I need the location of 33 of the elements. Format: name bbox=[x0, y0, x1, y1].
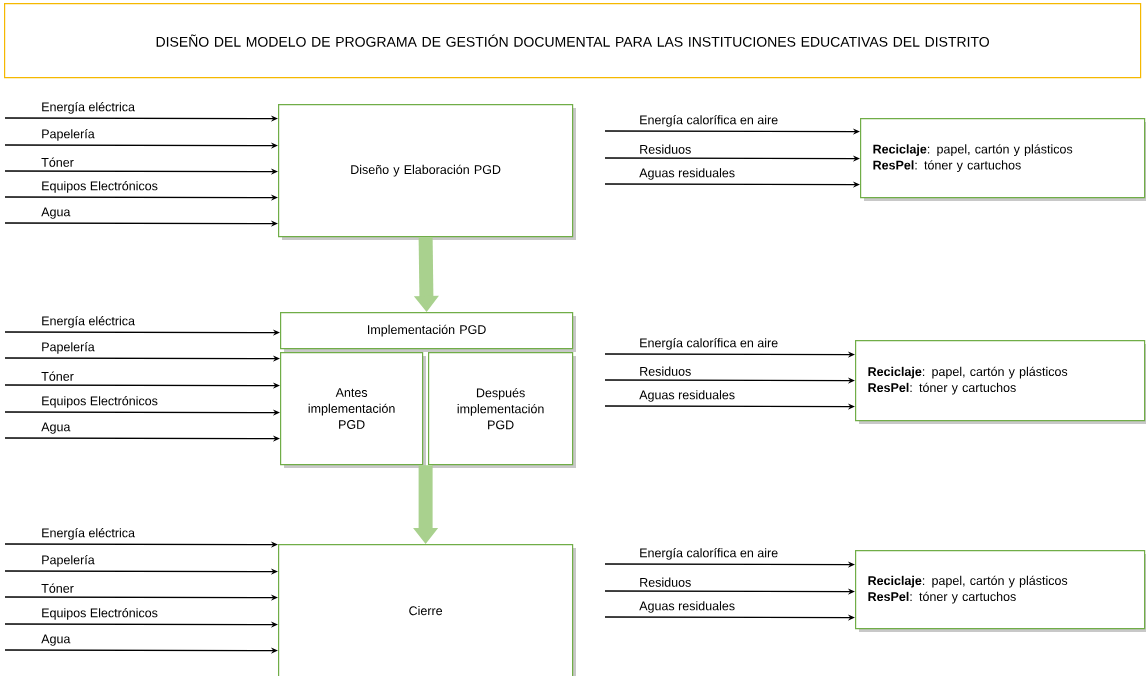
output-box: Reciclaje: papel, cartón y plásticos ResPel: tóner y cartuchos bbox=[855, 340, 1146, 422]
output-box: Reciclaje: papel, cartón y plásticos ResPel: tóner y cartuchos bbox=[860, 118, 1146, 199]
edge-label: Agua bbox=[40, 633, 72, 647]
title-box: DISEÑO DEL MODELO DE PROGRAMA DE GESTIÓN DOCUMENTAL PARA LAS INSTITUCIONES EDUCATIVAS DEL DISTRITO bbox=[4, 3, 1142, 79]
output-box: Reciclaje: papel, cartón y plásticos ResPel: tóner y cartuchos bbox=[855, 550, 1146, 630]
edge-label: Agua bbox=[40, 206, 72, 220]
edge-label: Aguas residuales bbox=[638, 600, 737, 614]
edge-label: Aguas residuales bbox=[638, 167, 737, 181]
process-box: Diseño y Elaboración PGD bbox=[278, 104, 574, 238]
edge-label: Energía calorífica en aire bbox=[638, 114, 780, 128]
edge-label: Energía eléctrica bbox=[40, 101, 136, 115]
edge-label: Equipos Electrónicos bbox=[40, 395, 159, 409]
edge-label: Residuos bbox=[638, 576, 693, 588]
edge-label: Residuos bbox=[638, 365, 693, 377]
process-box: Implementación PGD bbox=[280, 312, 574, 350]
edge-label: Equipos Electrónicos bbox=[40, 607, 159, 621]
process-box: Antes implementación PGD bbox=[280, 352, 424, 466]
edge-label: Energía calorífica en aire bbox=[638, 337, 780, 351]
edge-label: Energía eléctrica bbox=[40, 527, 136, 541]
edge-label: Papelería bbox=[40, 341, 96, 355]
edge-label: Energía calorífica en aire bbox=[638, 547, 780, 561]
edge-label: Papelería bbox=[40, 554, 96, 568]
edge-label: Energía eléctrica bbox=[40, 315, 136, 329]
process-box: Después implementación PGD bbox=[428, 352, 574, 466]
edge-label: Papelería bbox=[40, 128, 96, 142]
edge-label: Agua bbox=[40, 421, 72, 435]
edge-label: Tóner bbox=[40, 582, 75, 594]
edge-label: Equipos Electrónicos bbox=[40, 180, 159, 194]
process-box: Cierre bbox=[278, 544, 574, 676]
edge-label: Tóner bbox=[40, 370, 75, 382]
edge-label: Tóner bbox=[40, 156, 75, 168]
edge-label: Aguas residuales bbox=[638, 389, 737, 403]
edge-label: Residuos bbox=[638, 143, 693, 155]
